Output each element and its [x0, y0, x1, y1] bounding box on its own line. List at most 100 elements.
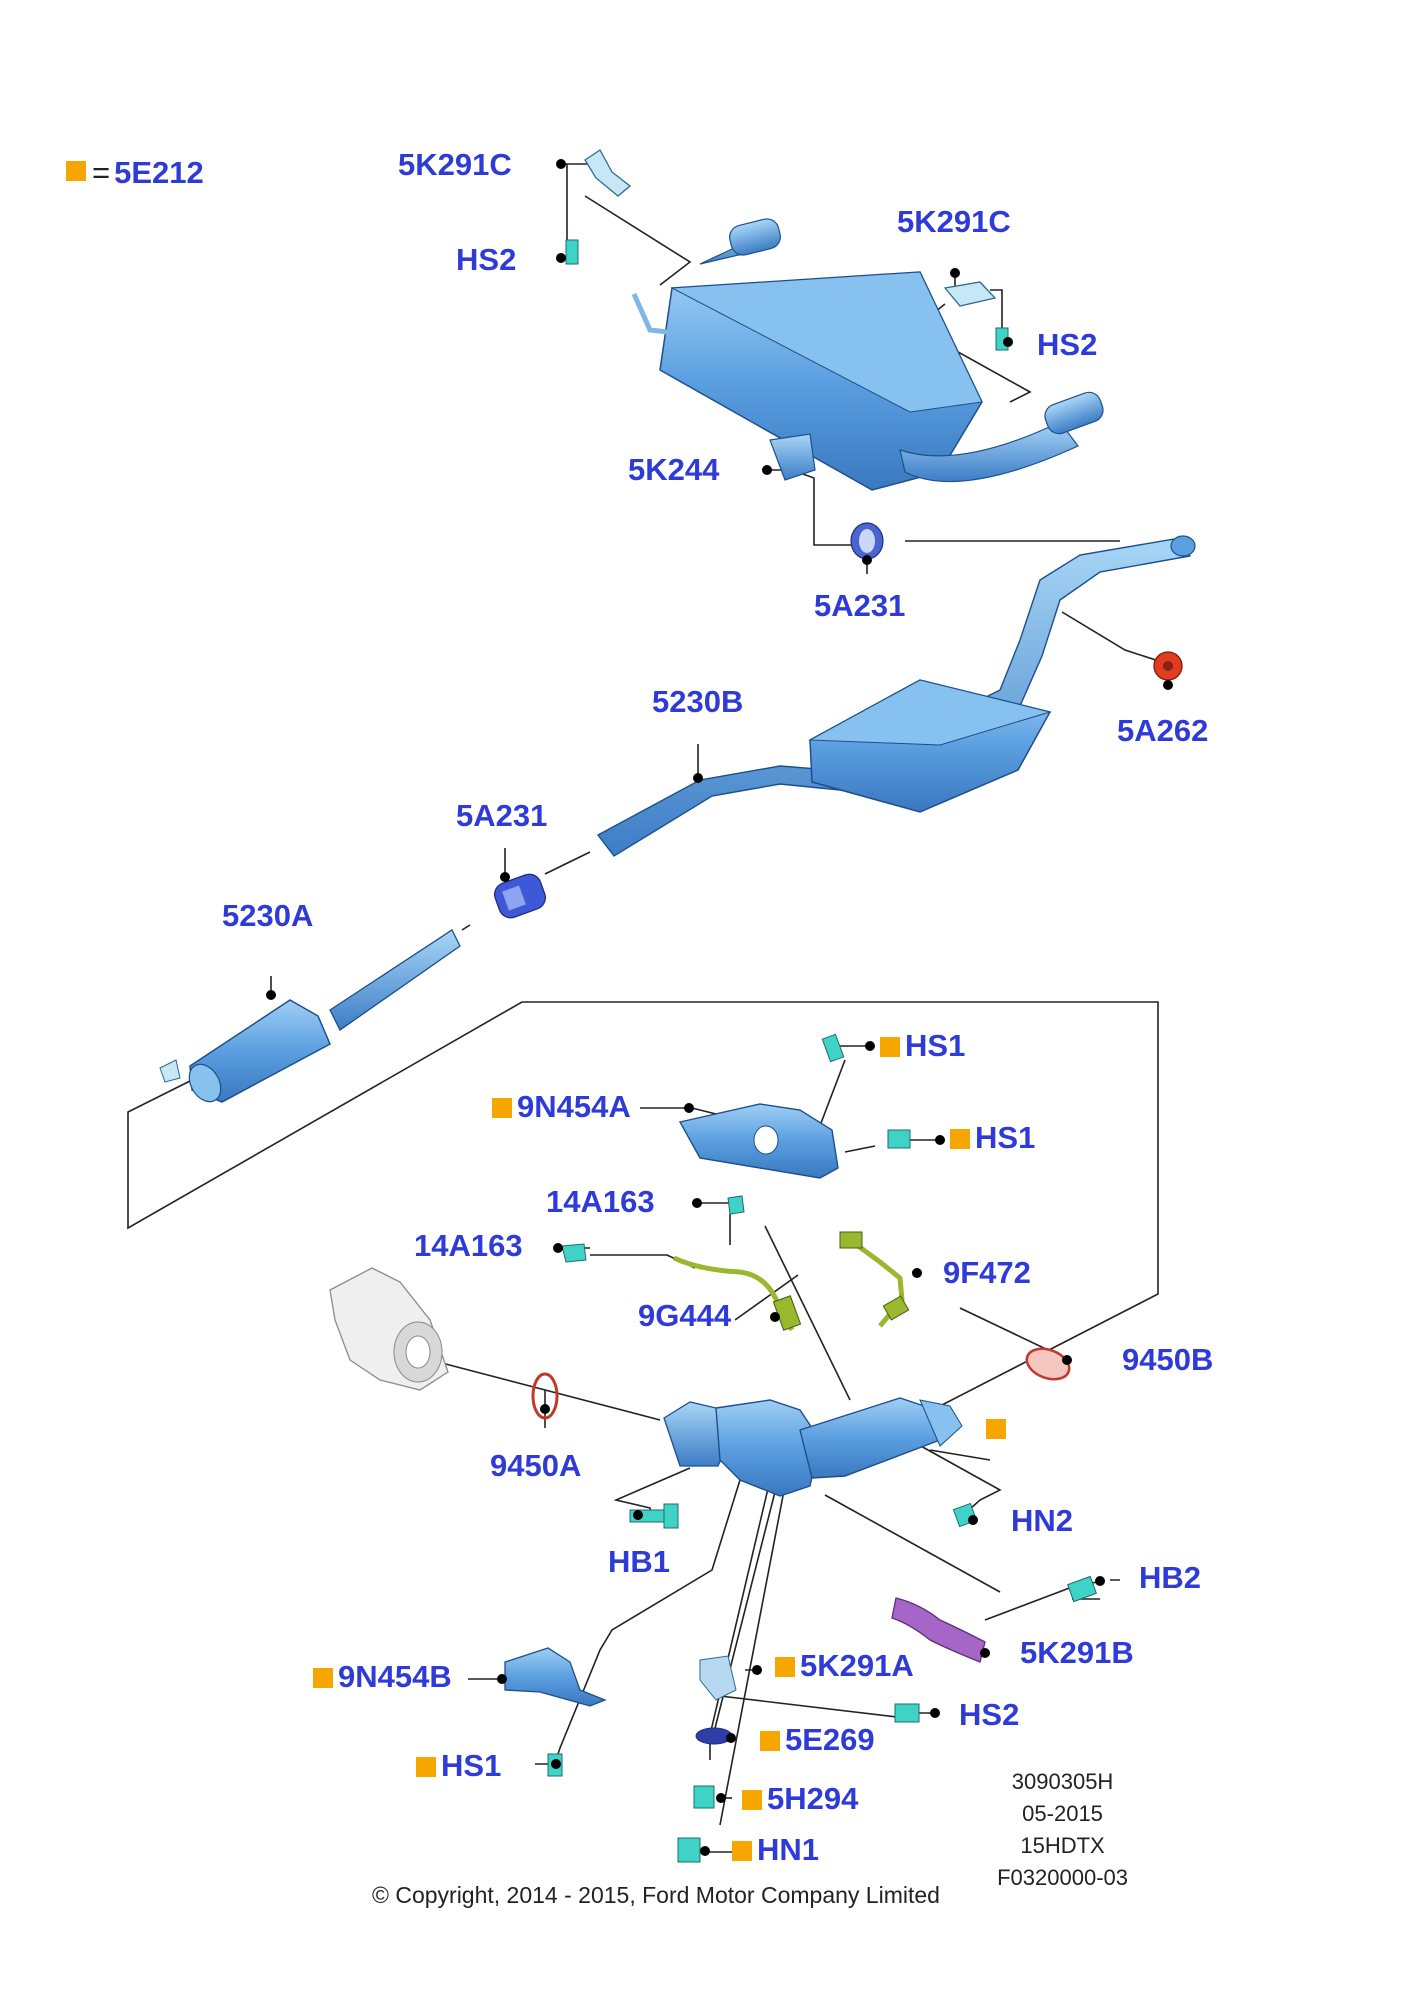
leader-dot: [912, 1268, 922, 1278]
doc-code-1: 3090305H: [1011, 1769, 1114, 1794]
leader-dot: [633, 1510, 643, 1520]
label-5h294: 5H294: [742, 1783, 858, 1814]
leader-dot: [930, 1708, 940, 1718]
leader-dot: [935, 1135, 945, 1145]
turbocharger: [329, 1267, 449, 1391]
leader-dot: [862, 555, 872, 565]
label-hs1-top: HS1: [880, 1030, 965, 1061]
orange-square-icon: [880, 1037, 900, 1057]
label-5k291c-top: 5K291C: [398, 147, 512, 182]
leader-dot: [556, 159, 566, 169]
document-codes: 3090305H 05-2015 15HDTX F0320000-03: [997, 1766, 1128, 1894]
copyright-notice: © Copyright, 2014 - 2015, Ford Motor Com…: [372, 1882, 940, 1908]
leader-dot: [497, 1674, 507, 1684]
label-5a231-mid: 5A231: [456, 798, 548, 833]
label-5230b: 5230B: [652, 684, 744, 719]
label-hs1-right: HS1: [950, 1122, 1035, 1153]
leader-dot: [551, 1759, 561, 1769]
label-5k291b: 5K291B: [1020, 1635, 1134, 1670]
leader-dot: [266, 990, 276, 1000]
label-9g444: 9G444: [638, 1298, 732, 1333]
clamp-5a231-mid: [494, 873, 546, 919]
fasteners-hs1: [821, 1033, 911, 1149]
orange-square-icon: [732, 1841, 752, 1861]
label-9n454b: 9N454B: [313, 1661, 452, 1692]
leader-dot: [1163, 680, 1173, 690]
label-hs2-top: HS2: [456, 242, 517, 277]
bottom-fasteners: [547, 1655, 920, 1863]
orange-square-icon: [760, 1731, 780, 1751]
doc-code-2: 05-2015: [1022, 1801, 1103, 1826]
clamp-5a231-top: [850, 522, 884, 560]
sensors: [561, 1195, 910, 1332]
label-hb1: HB1: [608, 1544, 671, 1579]
doc-code-4: F0320000-03: [997, 1865, 1128, 1890]
leader-dot: [1003, 337, 1013, 347]
gasket-9450a: [531, 1372, 559, 1420]
leader-dot: [950, 268, 960, 278]
label-14a163-1: 14A163: [546, 1184, 655, 1219]
front-pipe-5230a: [159, 929, 461, 1103]
leader-dot: [980, 1648, 990, 1658]
leader-dot: [556, 253, 566, 263]
leader-dot: [684, 1103, 694, 1113]
label-5a231-top: 5A231: [814, 588, 906, 623]
orange-square-icon: [66, 161, 86, 181]
leader-dot: [1095, 1576, 1105, 1586]
leader-dot: [540, 1404, 550, 1414]
leader-dot: [770, 1312, 780, 1322]
label-5k291a: 5K291A: [775, 1650, 914, 1681]
leader-dot: [968, 1515, 978, 1525]
gasket-5k291b: [891, 1597, 986, 1663]
label-9n454a: 9N454A: [492, 1091, 631, 1122]
label-hs1-bottom: HS1: [416, 1750, 501, 1781]
label-9450a: 9450A: [490, 1448, 582, 1483]
orange-square-icon: [416, 1757, 436, 1777]
leader-dot: [716, 1793, 726, 1803]
leader-dot: [752, 1665, 762, 1675]
bracket-5k291c-top: [565, 149, 632, 265]
leader-dot: [1062, 1355, 1072, 1365]
orange-square-icon: [742, 1790, 762, 1810]
label-5k244: 5K244: [628, 452, 720, 487]
leader-dot: [693, 773, 703, 783]
label-hb2: HB2: [1139, 1560, 1202, 1595]
label-5k291c-right: 5K291C: [897, 204, 1011, 239]
leader-dot: [762, 465, 772, 475]
orange-square-icon: [313, 1668, 333, 1688]
orange-square-icon: [950, 1129, 970, 1149]
label-hn2: HN2: [1011, 1503, 1074, 1538]
doc-code-3: 15HDTX: [1020, 1833, 1105, 1858]
leader-dot: [865, 1041, 875, 1051]
orange-square-icon: [986, 1419, 1006, 1439]
label-5230a: 5230A: [222, 898, 314, 933]
label-hs2-right: HS2: [1037, 327, 1098, 362]
leader-dot: [726, 1733, 736, 1743]
legend: =5E212: [66, 155, 204, 191]
heat-shield-9n454b: [504, 1647, 607, 1707]
bolt-hb2: [1067, 1575, 1097, 1603]
label-5e269: 5E269: [760, 1724, 875, 1755]
heat-shield-9n454a: [678, 1103, 839, 1179]
label-9f472: 9F472: [943, 1255, 1031, 1290]
leader-dot: [500, 872, 510, 882]
label-hn1: HN1: [732, 1834, 819, 1865]
intermediate-pipe-5230b: [596, 535, 1196, 857]
label-14a163-2: 14A163: [414, 1228, 523, 1263]
catalyst-assembly: [663, 1397, 963, 1497]
leader-dot: [700, 1846, 710, 1856]
orange-square-icon: [492, 1098, 512, 1118]
label-5a262: 5A262: [1117, 713, 1209, 748]
hanger-5a262: [1153, 651, 1183, 681]
legend-label: 5E212: [114, 155, 204, 190]
gasket-9450b: [1025, 1347, 1071, 1381]
leader-dot: [692, 1198, 702, 1208]
orange-square-icon: [775, 1657, 795, 1677]
leader-dot: [553, 1243, 563, 1253]
bracket-5k291c-right: [943, 281, 1009, 351]
label-unlabeled-highlight: [986, 1412, 1011, 1443]
label-9450b: 9450B: [1122, 1342, 1214, 1377]
rear-muffler: [631, 218, 1104, 491]
label-hs2-bottom: HS2: [959, 1697, 1020, 1732]
